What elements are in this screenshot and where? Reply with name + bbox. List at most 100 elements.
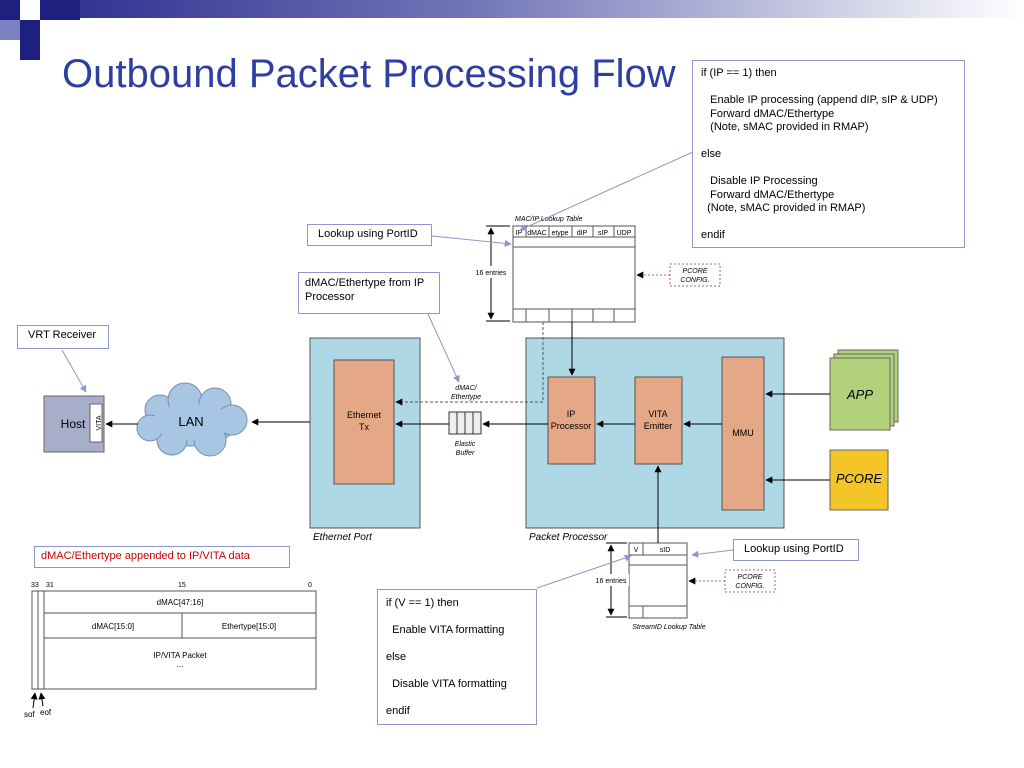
app-block (829, 357, 891, 431)
lookup-bottom-callout: Lookup using PortID (733, 539, 859, 561)
lookup-bottom-text: Lookup using PortID (744, 543, 844, 555)
vita-emitter-label-2: Emitter (644, 421, 673, 431)
vita-logic-box: if (V == 1) then Enable VITA formatting … (377, 589, 537, 725)
vita-logic-line: endif (386, 705, 410, 717)
mac-pcore-config-2: CONFIG. (680, 277, 709, 284)
pointer-vita-logic (536, 554, 632, 589)
ip-logic-line: (Note, sMAC provided in RMAP) (701, 202, 866, 214)
dmac-from-ip-text-1: dMAC/Ethertype from IP (305, 277, 425, 289)
vita-logic-line (386, 611, 528, 625)
frame-bit-0: 0 (308, 582, 312, 589)
mmu-label: MMU (732, 428, 754, 438)
ip-processor-label-2: Processor (551, 421, 592, 431)
mac-ip-lookup-table (512, 225, 636, 323)
vita-logic-line: Disable VITA formatting (386, 678, 507, 690)
ip-logic-line (701, 162, 956, 176)
dmac-ethertype-label-2: Ethertype (451, 394, 481, 401)
ip-logic-line (701, 135, 956, 149)
page-title: Outbound Packet Processing Flow (62, 52, 676, 96)
vita-tag-box (89, 403, 103, 443)
mac-table-title: MAC/IP Lookup Table (515, 216, 583, 223)
frame-bit-33: 33 (31, 582, 39, 589)
ip-logic-line: else (701, 148, 722, 160)
mac-col-sip: sIP (598, 230, 608, 237)
elastic-buffer-label-2: Buffer (456, 450, 475, 457)
ethernet-tx-block (333, 359, 395, 485)
ip-logic-line: Forward dMAC/Ethertype (701, 107, 835, 120)
frame-row1: dMAC[47:16] (157, 598, 204, 607)
dmac-from-ip-text-2: Processor (305, 291, 355, 303)
streamid-pcore-config-2: CONFIG. (735, 583, 764, 590)
pointer-vrt (61, 349, 87, 393)
ip-logic-line: Enable IP processing (append dIP, sIP & … (701, 94, 938, 106)
streamid-col-sid: sID (660, 547, 671, 554)
streamid-pcore-config-1: PCORE (738, 574, 763, 581)
frame-row2-left: dMAC[15:0] (92, 622, 134, 631)
ip-processor-block (547, 376, 596, 465)
lookup-top-callout: Lookup using PortID (307, 224, 432, 246)
mac-pcore-config-1: PCORE (683, 268, 708, 275)
mac-entries-label-bg (474, 266, 510, 278)
vrt-receiver-text: VRT Receiver (28, 329, 97, 341)
mac-col-etype: etype (551, 230, 568, 237)
ip-logic-line: Disable IP Processing (701, 175, 818, 187)
streamid-col-v: V (634, 547, 639, 554)
vita-logic-line: else (386, 651, 407, 663)
frame-row3-line2: ... (177, 660, 184, 669)
streamid-table-title: StreamID Lookup Table (632, 624, 705, 631)
mac-col-dip: dIP (577, 230, 588, 237)
host-label: Host (61, 417, 86, 431)
ip-logic-line: Forward dMAC/Ethertype (701, 188, 835, 201)
vita-logic-line (386, 692, 528, 706)
elastic-buffer (448, 411, 482, 435)
ip-logic-box: if (IP == 1) then Enable IP processing (… (692, 60, 965, 248)
vrt-receiver-callout: VRT Receiver (17, 325, 109, 349)
ip-logic-line: endif (701, 229, 725, 241)
frame-row2-right: Ethertype[15:0] (222, 622, 276, 631)
ip-logic-line (701, 216, 956, 230)
vita-emitter-label-1: VITA (648, 409, 667, 419)
streamid-entries-label: 16 entries (596, 578, 627, 585)
appended-note-text: dMAC/Ethertype appended to IP/VITA data (41, 550, 250, 562)
pcore-block (829, 449, 889, 511)
mmu-block (721, 356, 765, 511)
app-label: APP (846, 387, 873, 402)
streamid-entries-label-bg (593, 574, 629, 586)
ip-processor-label-1: IP (567, 409, 576, 419)
vita-emitter-block (634, 376, 683, 465)
sof-arrow (30, 692, 38, 709)
vita-logic-line: if (V == 1) then (386, 597, 459, 609)
ip-logic-line: if (IP == 1) then (701, 67, 777, 79)
mac-col-udp: UDP (617, 230, 632, 237)
frame-row3-line1: IP/VITA Packet (153, 651, 207, 660)
eof-label: eof (40, 708, 52, 717)
ethernet-port-label: Ethernet Port (313, 532, 373, 543)
vita-logic-line (386, 665, 528, 679)
ethernet-tx-label-2: Tx (359, 422, 369, 432)
dmac-from-ip-callout: dMAC/Ethertype from IP Processor (298, 272, 440, 314)
vita-logic-line: Enable VITA formatting (386, 624, 505, 636)
mac-col-dmac: dMAC (527, 230, 546, 237)
mac-entries-label: 16 entries (476, 270, 507, 277)
ip-logic-line (701, 81, 956, 95)
lookup-top-text: Lookup using PortID (318, 228, 418, 240)
lan-cloud (136, 382, 248, 457)
sof-label: sof (24, 710, 35, 719)
pcore-label: PCORE (836, 471, 883, 486)
mac-col-ip: IP (516, 230, 523, 237)
eof-arrow (38, 692, 46, 707)
pointer-lookup-bottom (691, 549, 734, 558)
ethernet-tx-label-1: Ethernet (347, 410, 382, 420)
frame-bit-15: 15 (178, 582, 186, 589)
vita-tag-label: VITA (96, 415, 103, 430)
pointer-lookup-top (431, 235, 512, 247)
dashed-dmac-path (395, 322, 544, 406)
appended-note-callout: dMAC/Ethertype appended to IP/VITA data (34, 546, 290, 568)
ip-logic-line: (Note, sMAC provided in RMAP) (701, 121, 869, 133)
packet-processor-label: Packet Processor (529, 532, 608, 543)
elastic-buffer-label-1: Elastic (455, 441, 476, 448)
header-decoration (0, 0, 1024, 60)
pointer-ip-logic (519, 146, 705, 231)
vita-logic-line (386, 638, 528, 652)
